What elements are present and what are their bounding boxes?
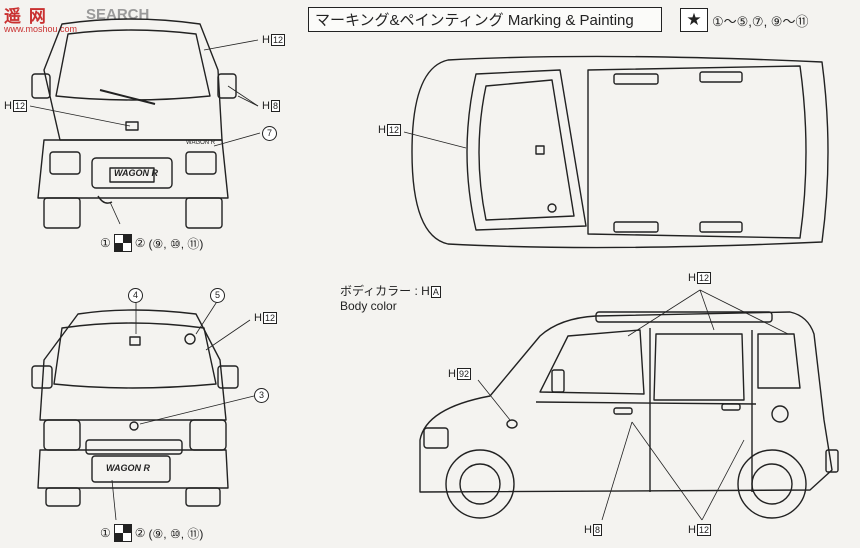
checker-icon xyxy=(113,524,132,542)
front-plate-text: WAGON R xyxy=(106,463,150,473)
legend-text: ①～⑤,⑦, ⑨～⑪ xyxy=(712,13,809,29)
side-view xyxy=(419,289,839,521)
front-view xyxy=(31,299,255,521)
legend: ★ ①～⑤,⑦, ⑨～⑪ xyxy=(680,8,808,32)
page-title: マーキング&ペインティング Marking & Painting xyxy=(308,7,662,32)
front-label-4: 4 xyxy=(128,288,143,303)
star-icon: ★ xyxy=(680,8,708,32)
rear-plate-text: WAGON R xyxy=(114,168,158,178)
rear-view xyxy=(29,18,261,229)
rear-badge: WAGON R xyxy=(186,140,216,146)
checker-icon xyxy=(113,234,132,252)
front-label-5: 5 xyxy=(210,288,225,303)
top-view xyxy=(403,55,829,249)
front-label-3: 3 xyxy=(254,388,269,403)
rear-label-7: 7 xyxy=(262,126,277,141)
watermark-url: www.moshou.com xyxy=(4,24,78,34)
watermark-brand: 遥 网 xyxy=(4,7,47,27)
